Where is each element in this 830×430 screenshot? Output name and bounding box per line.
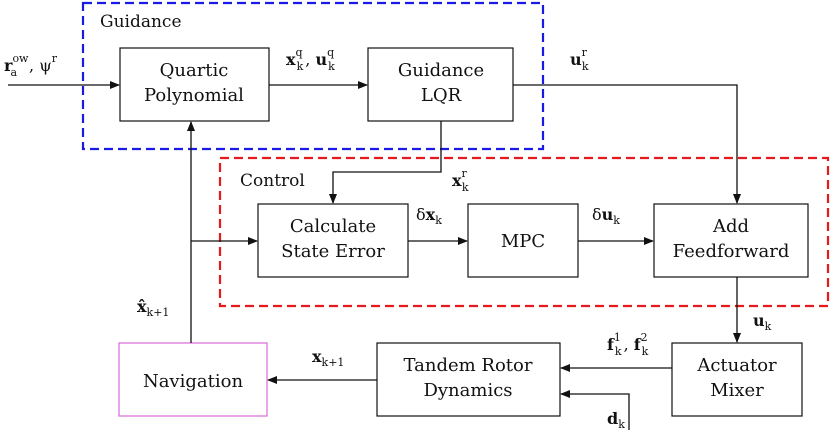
signal-disturbance: dk xyxy=(607,409,625,430)
signal-xhat-next: x̂k+1 xyxy=(137,297,169,319)
svg-text:Add: Add xyxy=(712,216,749,237)
guidance-region xyxy=(81,1,545,151)
arrow-lqr-to-feedforward xyxy=(513,84,741,204)
svg-text:Dynamics: Dynamics xyxy=(423,380,512,401)
calculate-state-error-block: Calculate State Error xyxy=(257,203,409,278)
arrow-lqr-to-state-error xyxy=(329,121,442,204)
svg-text:Quartic: Quartic xyxy=(160,60,229,81)
connections xyxy=(8,81,741,430)
control-label: Control xyxy=(240,171,305,191)
signal-delta-u: δuk xyxy=(592,205,620,227)
svg-text:Navigation: Navigation xyxy=(143,371,243,392)
tandem-rotor-dynamics-block: Tandem Rotor Dynamics xyxy=(376,342,561,417)
svg-text:Polynomial: Polynomial xyxy=(144,85,244,106)
quartic-polynomial-block: Quartic Polynomial xyxy=(119,47,270,122)
mpc-block: MPC xyxy=(467,203,579,278)
svg-text:LQR: LQR xyxy=(421,85,462,106)
svg-text:Actuator: Actuator xyxy=(696,355,777,376)
signal-delta-x: δxk xyxy=(416,205,442,227)
svg-text:Mixer: Mixer xyxy=(710,380,764,401)
navigation-block: Navigation xyxy=(118,342,268,417)
signal-u-k: uk xyxy=(753,311,772,333)
signal-x-next: xk+1 xyxy=(312,347,344,369)
svg-text:Calculate: Calculate xyxy=(290,216,376,237)
add-feedforward-block: Add Feedforward xyxy=(653,203,809,278)
guidance-lqr-block: Guidance LQR xyxy=(367,47,514,122)
arrow-disturbance-to-dynamics xyxy=(560,390,630,430)
svg-text:Tandem Rotor: Tandem Rotor xyxy=(404,355,533,376)
svg-text:State Error: State Error xyxy=(281,241,385,262)
svg-text:Guidance: Guidance xyxy=(398,60,484,81)
svg-text:Feedforward: Feedforward xyxy=(673,241,790,262)
guidance-label: Guidance xyxy=(100,12,182,32)
actuator-mixer-block: Actuator Mixer xyxy=(671,342,803,417)
svg-text:MPC: MPC xyxy=(501,231,545,252)
